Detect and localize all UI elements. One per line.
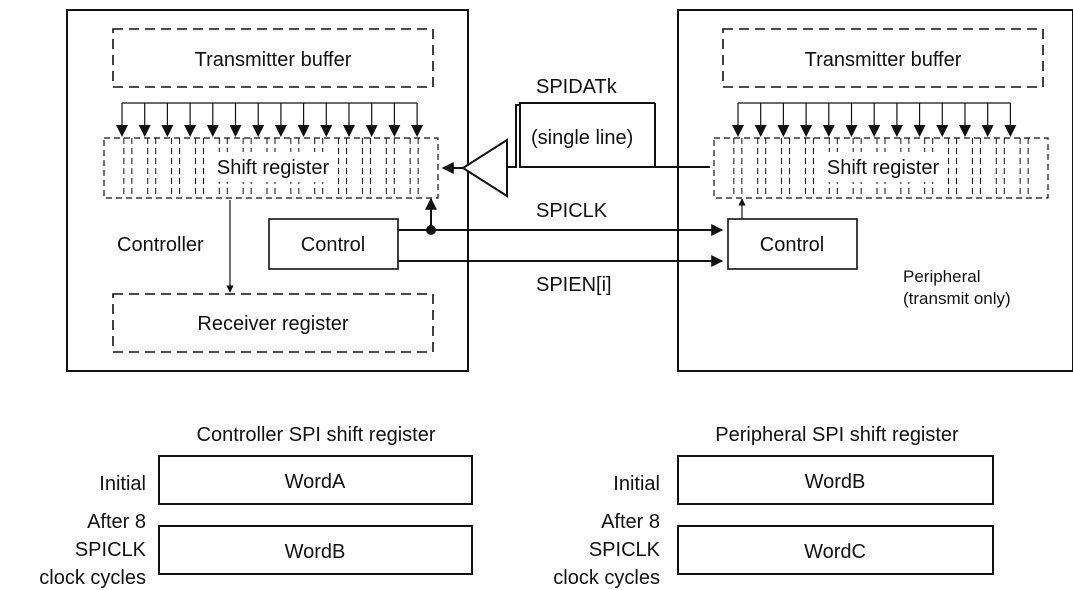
receiver-register-box — [112, 293, 434, 353]
peripheral-table-title: Peripheral SPI shift register — [715, 424, 959, 446]
controller-row1-value: WordA — [285, 471, 346, 493]
controller-row2-label-line1: After 8 — [87, 511, 146, 533]
peripheral-control-box — [727, 218, 858, 270]
peripheral-shift-register-label-bg — [818, 152, 948, 182]
peripheral-buffer-to-shift-arrows — [732, 102, 1017, 137]
controller-shift-register-label: Shift register — [217, 157, 330, 179]
transfer-arrow-head — [845, 125, 858, 137]
peripheral-transmitter-buffer-label: Transmitter buffer — [805, 49, 962, 71]
transfer-arrow-head — [777, 125, 790, 137]
transfer-arrow-head — [936, 125, 949, 137]
transfer-arrow-head — [297, 125, 310, 137]
peripheral-row2-box — [677, 525, 994, 575]
transfer-arrow-head — [411, 125, 424, 137]
transfer-arrow-head — [252, 125, 265, 137]
controller-label: Controller — [117, 234, 204, 256]
controller-outer-box — [66, 9, 469, 372]
peripheral-row2-label-line2: SPICLK — [589, 539, 661, 561]
spidat-note: (single line) — [531, 127, 633, 149]
transfer-arrow-head — [800, 125, 813, 137]
controller-control-box — [268, 218, 399, 270]
transfer-arrow-head — [822, 125, 835, 137]
peripheral-control-label: Control — [760, 234, 824, 256]
transfer-arrow-head — [138, 125, 151, 137]
controller-row2-label-line2: SPICLK — [75, 539, 147, 561]
peripheral-row1-value: WordB — [805, 471, 866, 493]
peripheral-row2-label-line1: After 8 — [601, 511, 660, 533]
peripheral-row1-box — [677, 455, 994, 505]
transfer-arrow-head — [343, 125, 355, 137]
controller-row1-label: Initial — [99, 473, 146, 495]
transfer-arrow-head — [116, 125, 128, 137]
peripheral-transmitter-buffer-box — [722, 28, 1044, 88]
peripheral-shift-register-label: Shift register — [827, 157, 940, 179]
controller-buffer-to-shift-arrows — [116, 102, 424, 137]
peripheral-shift-register-box — [713, 137, 1049, 199]
transfer-arrow-head — [206, 125, 219, 137]
transfer-arrow-head — [890, 125, 903, 137]
controller-shift-register-label-bg — [210, 152, 336, 182]
transfer-arrow-head — [959, 125, 971, 137]
spien-label: SPIEN[i] — [536, 274, 612, 296]
controller-control-label: Control — [301, 234, 365, 256]
controller-transmitter-buffer-label: Transmitter buffer — [195, 49, 352, 71]
spidat-line — [507, 104, 710, 168]
transfer-arrow-head — [1004, 125, 1017, 137]
controller-row2-value: WordB — [285, 541, 346, 563]
controller-row2-label-line3: clock cycles — [39, 567, 146, 589]
peripheral-row2-label-line3: clock cycles — [553, 567, 660, 589]
transfer-arrow-head — [981, 125, 994, 137]
peripheral-row1-label: Initial — [613, 473, 660, 495]
spiclk-junction-dot — [426, 225, 436, 235]
controller-row2-box — [158, 525, 473, 575]
spidat-buffer-triangle — [461, 138, 508, 198]
peripheral-label-line1: Peripheral — [903, 267, 981, 286]
controller-table-title: Controller SPI shift register — [197, 424, 436, 446]
transfer-arrow-head — [868, 125, 881, 137]
controller-shift-register-box — [103, 137, 439, 199]
transfer-arrow-head — [161, 125, 174, 137]
receiver-register-label: Receiver register — [197, 313, 349, 335]
spidat-label: SPIDATk — [536, 76, 618, 98]
peripheral-label-line2: (transmit only) — [903, 289, 1011, 308]
transfer-arrow-head — [320, 125, 333, 137]
transfer-arrow-head — [274, 125, 287, 137]
controller-row1-box — [158, 455, 473, 505]
peripheral-row2-value: WordC — [804, 541, 866, 563]
transfer-arrow-head — [754, 125, 767, 137]
transfer-arrow-head — [732, 125, 744, 137]
controller-transmitter-buffer-box — [112, 28, 434, 88]
transfer-arrow-head — [365, 125, 378, 137]
peripheral-outer-box — [677, 9, 1073, 372]
transfer-arrow-head — [388, 125, 401, 137]
transfer-arrow-head — [184, 125, 197, 137]
spiclk-label: SPICLK — [536, 200, 608, 222]
transfer-arrow-head — [229, 125, 242, 137]
transfer-arrow-head — [913, 125, 926, 137]
